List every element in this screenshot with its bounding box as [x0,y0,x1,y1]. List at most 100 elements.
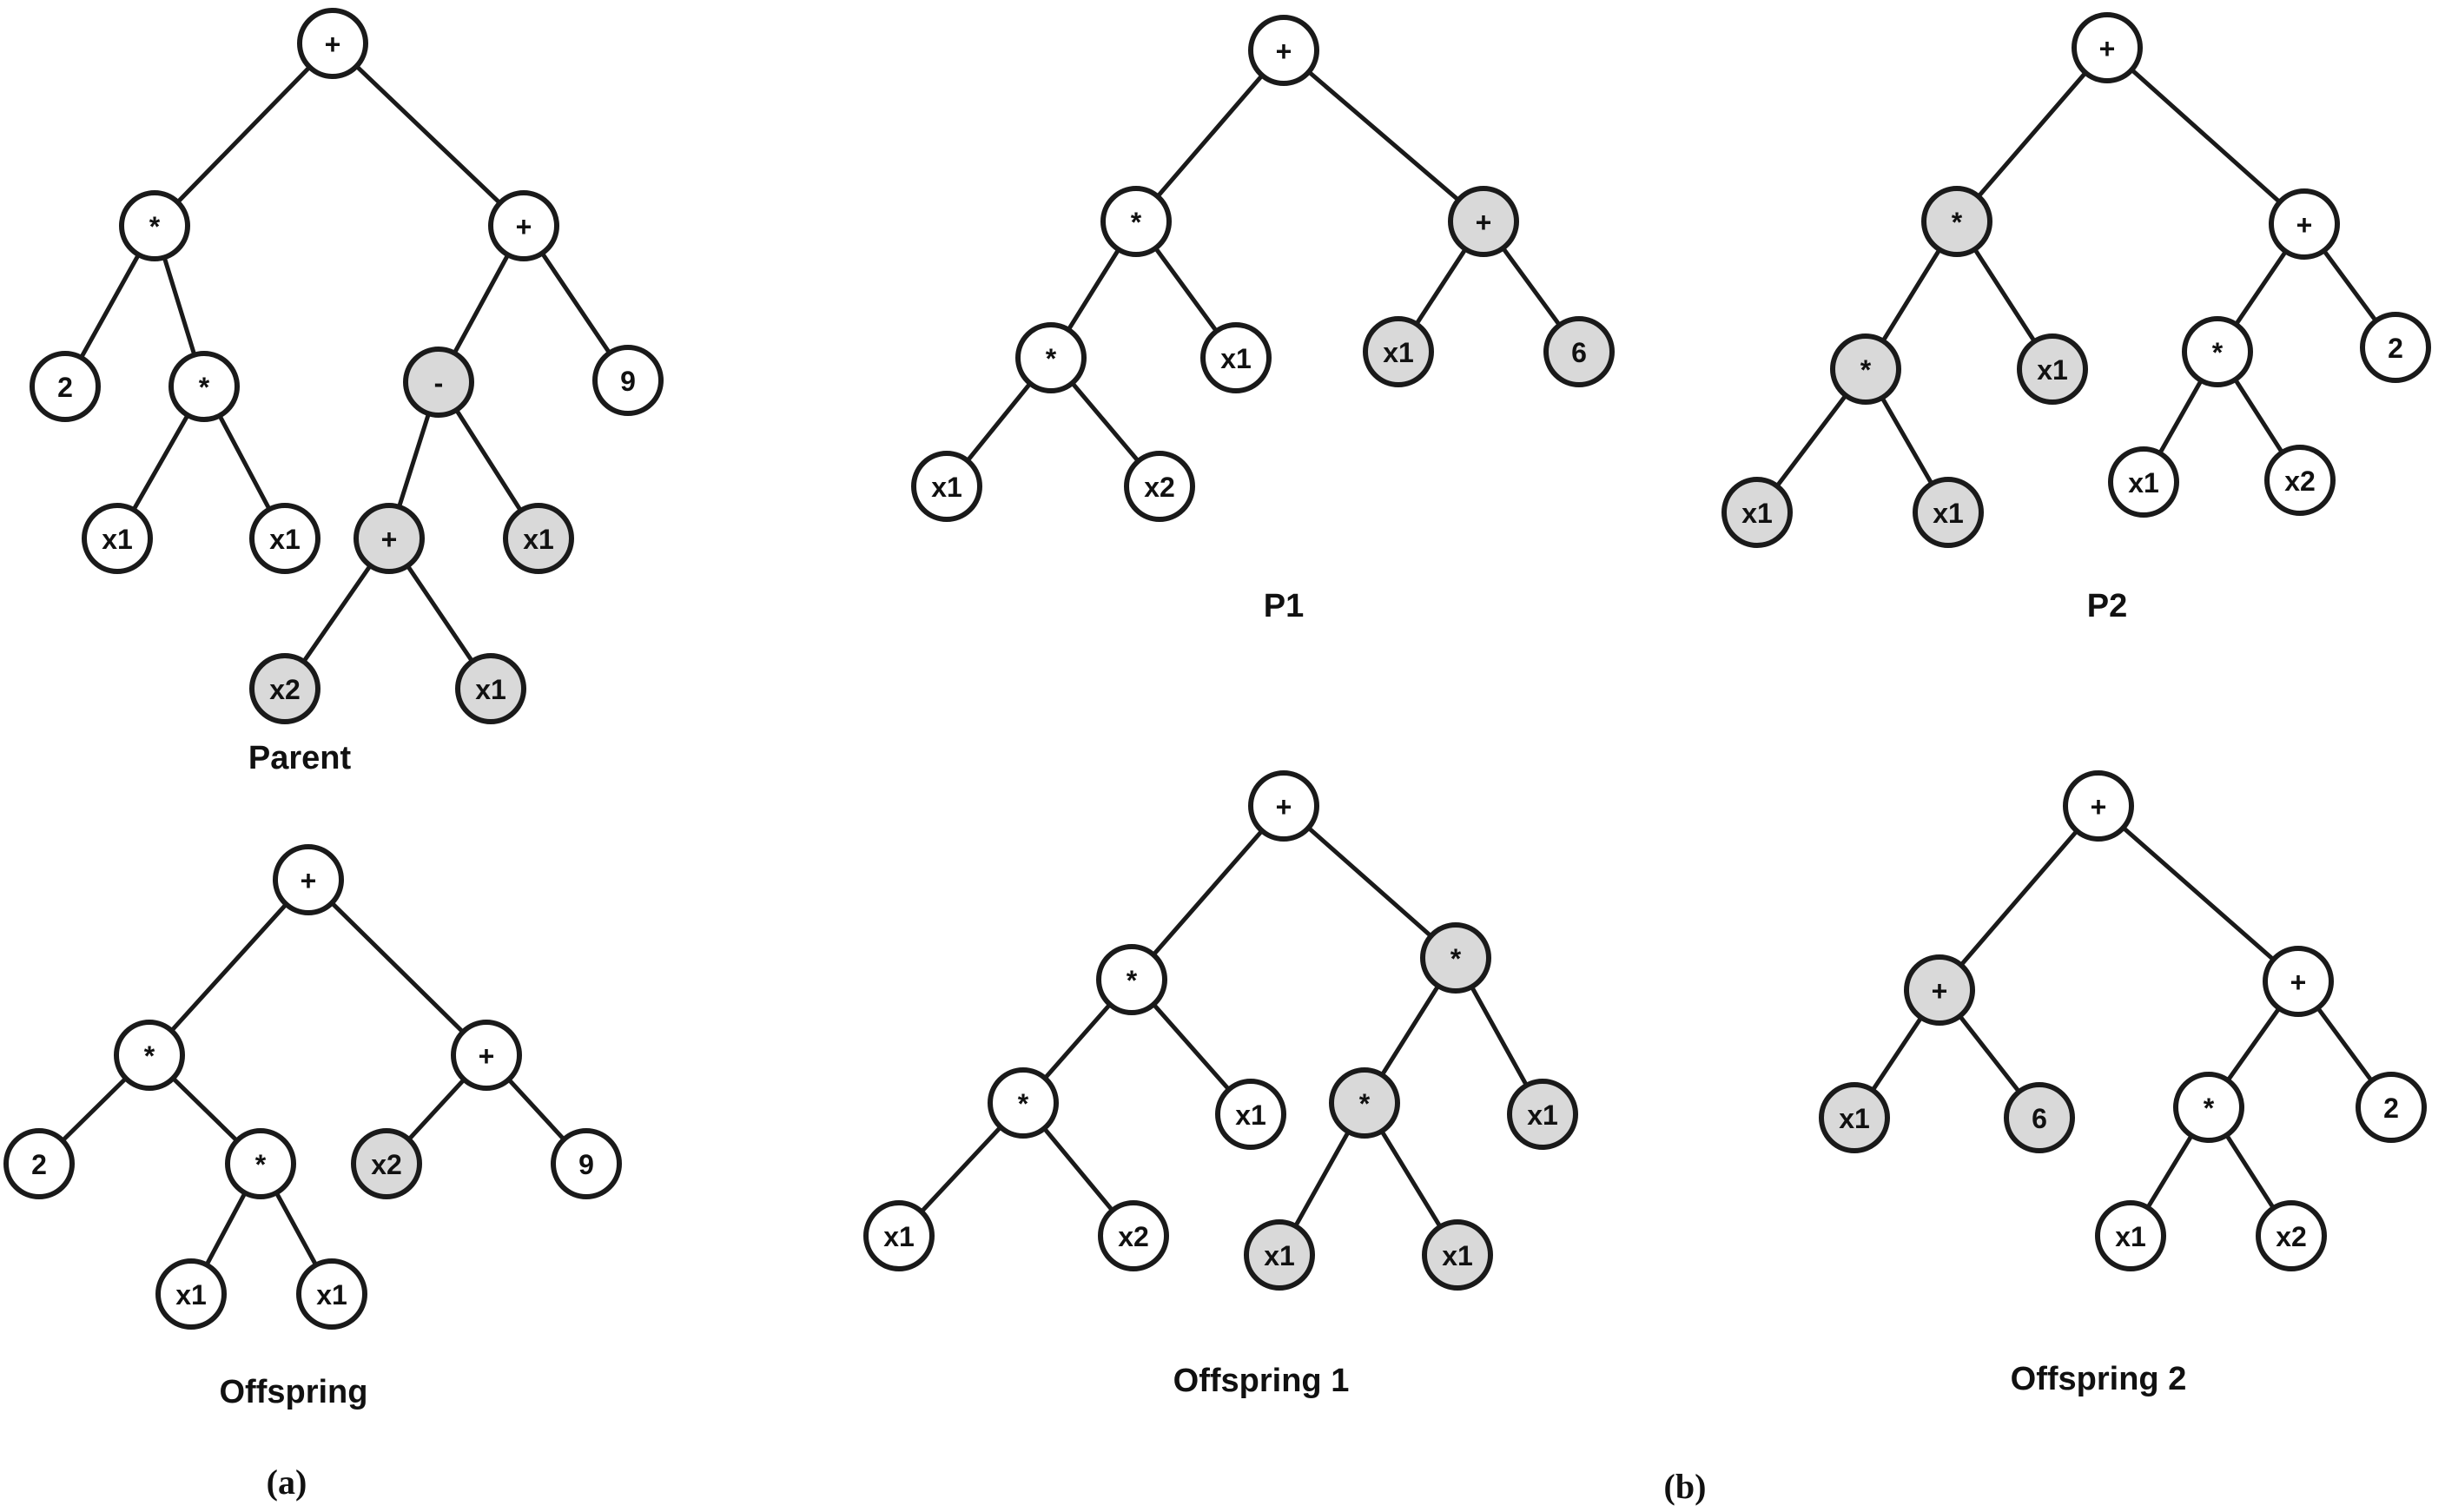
offspring-1-caption: Offspring 1 [1173,1363,1350,1399]
p1-edge-n0-n2 [1281,48,1486,224]
node-label: 6 [2032,1103,2047,1134]
parent-caption: Parent [248,740,352,776]
node-label: x1 [1741,498,1773,529]
node-label: * [1046,343,1057,374]
node-circle [2356,1072,2427,1143]
node-circle [2256,1200,2327,1271]
node-circle [1098,1200,1169,1271]
node-label: + [1932,975,1948,1007]
highlighted-node-circle [1448,186,1519,257]
parent-node-n6: x1 [249,503,320,574]
node-label: x1 [1839,1103,1870,1134]
parent-node-n1: * [119,190,190,261]
parent-node-n0: + [297,8,368,79]
node-label: * [1952,207,1963,238]
node-circle [296,1258,367,1330]
p1-node-n1: * [1100,186,1172,257]
node-label: x1 [883,1221,915,1252]
node-circle [2173,1072,2244,1143]
highlighted-node-circle [1363,316,1434,387]
node-label: + [2296,209,2313,241]
offspring-1-node-n10: x1 [1422,1219,1493,1291]
parent-node-n4: * [169,351,240,422]
node-label: x2 [2284,465,2316,497]
node-label: * [1131,207,1142,238]
node-label: * [144,1040,155,1072]
node-label: x1 [316,1279,347,1311]
p2-node-n6: 2 [2360,312,2431,383]
node-label: 2 [57,372,73,403]
highlighted-node-circle [1507,1079,1578,1150]
highlighted-node-circle [1913,477,1984,548]
node-circle [1248,15,1319,86]
highlighted-node-circle [2004,1082,2075,1153]
node-circle [551,1128,622,1199]
node-circle [114,1020,185,1091]
offspring-edge-n0-n2 [306,877,489,1058]
node-label: - [434,367,444,399]
offspring-node-n6: 9 [551,1128,622,1199]
parent-edge-n0-n2 [330,41,526,228]
offspring-node-n8: x1 [296,1258,367,1330]
offspring-2-node-n0: + [2063,770,2134,842]
node-label: * [1018,1088,1029,1119]
node-circle [2269,188,2340,260]
p2-caption: P2 [2087,588,2127,624]
highlighted-node-circle [2017,333,2088,405]
node-circle [911,451,982,522]
node-label: x2 [371,1149,402,1180]
offspring-node-n4: * [225,1128,296,1199]
node-label: 9 [620,366,636,397]
node-circle [2360,312,2431,383]
node-circle [249,503,320,574]
offspring-1-node-n1: * [1096,944,1167,1015]
node-circle [1248,770,1319,842]
node-label: + [516,211,532,242]
p1-node-n5: x1 [1363,316,1434,387]
node-label: + [1476,207,1492,238]
node-circle [155,1258,227,1330]
node-circle [451,1020,522,1091]
p1-edge-n0-n1 [1133,48,1286,224]
highlighted-node-circle [1244,1219,1315,1291]
offspring-1-node-n6: x1 [1507,1079,1578,1150]
node-label: x1 [2037,354,2068,386]
offspring-2-edge-n0-n1 [1937,803,2101,993]
offspring-2-node-n7: x1 [2095,1200,2166,1271]
highlighted-node-circle [1830,333,1901,405]
p1-node-n0: + [1248,15,1319,86]
offspring-1-node-n4: x1 [1215,1079,1286,1150]
node-label: + [2290,967,2307,998]
p2-node-n0: + [2072,12,2143,83]
node-circle [2072,12,2143,83]
p1-caption: P1 [1264,588,1304,624]
parent-node-n11: x2 [249,653,320,724]
node-label: x1 [1933,498,1964,529]
p2-edge-n0-n1 [1954,45,2110,224]
parent-node-n9: + [354,503,425,574]
node-circle [488,190,559,261]
offspring-2-node-n2: + [2263,946,2334,1017]
offspring-1-node-n8: x2 [1098,1200,1169,1271]
node-label: x2 [1144,472,1175,503]
p2-node-n1: * [1921,186,1992,257]
offspring-1-node-n2: * [1420,922,1491,994]
node-label: + [1276,36,1292,67]
offspring-2-node-n1: + [1904,954,1975,1026]
p2-node-n3: * [1830,333,1901,405]
offspring-node-n2: + [451,1020,522,1091]
offspring-1-node-n7: x1 [863,1200,935,1271]
node-label: + [325,29,341,60]
node-circle [1215,1079,1286,1150]
p2-node-n4: x1 [2017,333,2088,405]
highlighted-node-circle [351,1128,422,1199]
panel-label-a: (a) [267,1462,307,1502]
node-label: * [1127,965,1138,996]
node-label: * [2212,337,2224,368]
node-label: x1 [1235,1099,1266,1131]
node-label: + [2099,33,2116,64]
node-label: * [1860,354,1872,386]
node-circle [273,844,344,915]
